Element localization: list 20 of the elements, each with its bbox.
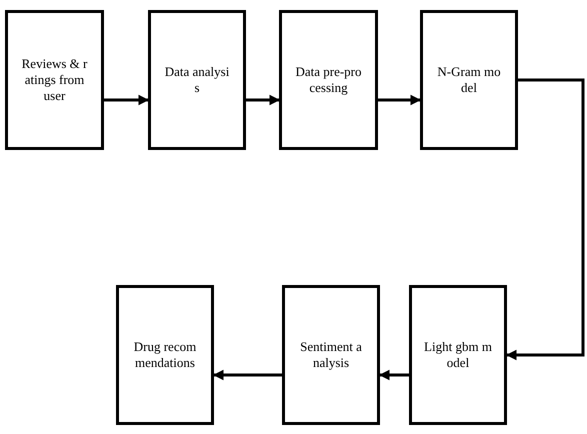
step-label: Sentiment analysis <box>299 339 363 371</box>
step-label: Drug recommendations <box>132 339 198 371</box>
arrow <box>378 94 422 106</box>
process-box <box>116 285 214 425</box>
arrow <box>246 94 280 106</box>
step-label: Data analysis <box>164 64 230 96</box>
step-label: N-Gram model <box>436 64 502 96</box>
arrow <box>104 94 150 106</box>
step-label: Data pre-processing <box>294 64 362 96</box>
step-label: Reviews & ratings from user <box>20 56 88 104</box>
arrow <box>212 370 282 380</box>
arrow <box>378 370 409 380</box>
process-box <box>279 10 378 150</box>
process-box <box>420 10 518 150</box>
step-label: Light gbm model <box>424 339 492 371</box>
process-box <box>409 285 507 425</box>
arrow <box>506 78 584 360</box>
process-box <box>148 10 246 150</box>
process-box <box>282 285 380 425</box>
process-box <box>5 10 104 150</box>
